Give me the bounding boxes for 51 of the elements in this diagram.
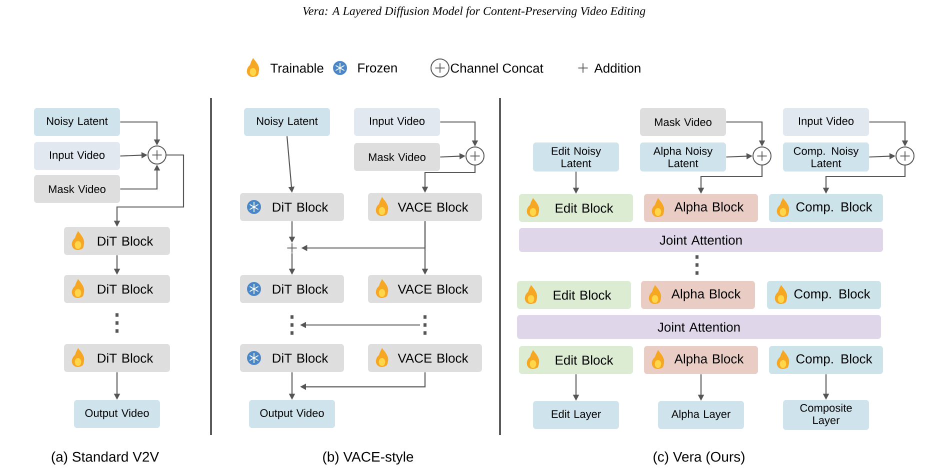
- panel-caption: (c) Vera (Ours): [654, 451, 744, 465]
- block-box: Alpha Block: [644, 346, 758, 374]
- input-box: Output Video: [249, 400, 335, 428]
- block-box: DiT Block: [64, 227, 170, 255]
- input-box: Composite Layer: [783, 400, 869, 430]
- block-box: VACE Block: [368, 344, 482, 372]
- input-box: Input Video: [354, 108, 440, 136]
- block-box: Joint Attention: [517, 315, 881, 339]
- block-box: DiT Block: [64, 344, 170, 372]
- input-box: Mask Video: [354, 143, 440, 171]
- input-box: Comp. Noisy Latent: [783, 142, 869, 172]
- concat-circle: [896, 146, 914, 166]
- block-box: Edit Block: [519, 194, 633, 222]
- input-box: Output Video: [74, 400, 160, 428]
- block-box: DiT Block: [64, 275, 170, 303]
- block-box: Edit Block: [517, 281, 631, 309]
- input-box: Edit Layer: [533, 401, 619, 429]
- legend-text: Frozen: [358, 63, 397, 73]
- block-box: Comp. Block: [769, 194, 883, 222]
- legend-text: Addition: [594, 63, 640, 73]
- block-box: Comp. Block: [769, 346, 883, 374]
- block-box: Comp. Block: [767, 281, 881, 309]
- running-title: Vera: A Layered Diffusion Model for Content-Preserving Video Editing: [303, 6, 646, 18]
- addition-sign: [286, 242, 298, 254]
- input-box: Mask Video: [640, 108, 726, 136]
- concat-circle: [466, 146, 484, 166]
- block-box: DiT Block: [240, 275, 344, 303]
- block-box: Edit Block: [519, 346, 633, 374]
- legend-text: Channel Concat: [450, 63, 544, 73]
- vertical-ellipsis: [424, 315, 426, 335]
- input-box: Noisy Latent: [244, 108, 330, 136]
- input-box: Mask Video: [34, 175, 120, 203]
- panel-caption: (b) VACE-style: [323, 451, 414, 465]
- block-box: VACE Block: [368, 275, 482, 303]
- block-box: Alpha Block: [644, 194, 758, 222]
- block-box: DiT Block: [240, 193, 344, 221]
- vertical-ellipsis: [290, 315, 294, 335]
- block-box: Joint Attention: [519, 228, 883, 252]
- block-box: Alpha Block: [641, 281, 755, 309]
- input-box: Alpha Layer: [658, 401, 744, 429]
- input-box: Edit Noisy Latent: [533, 142, 619, 172]
- block-box: DiT Block: [240, 344, 344, 372]
- input-box: Input Video: [34, 142, 120, 170]
- concat-circle: [752, 146, 772, 166]
- input-box: Alpha Noisy Latent: [640, 142, 726, 172]
- input-box: Noisy Latent: [34, 108, 120, 136]
- block-box: VACE Block: [368, 193, 482, 221]
- legend-text: Trainable: [270, 63, 324, 73]
- input-box: Input Video: [783, 108, 869, 136]
- concat-circle: [148, 146, 166, 164]
- panel-caption: (a) Standard V2V: [52, 451, 160, 465]
